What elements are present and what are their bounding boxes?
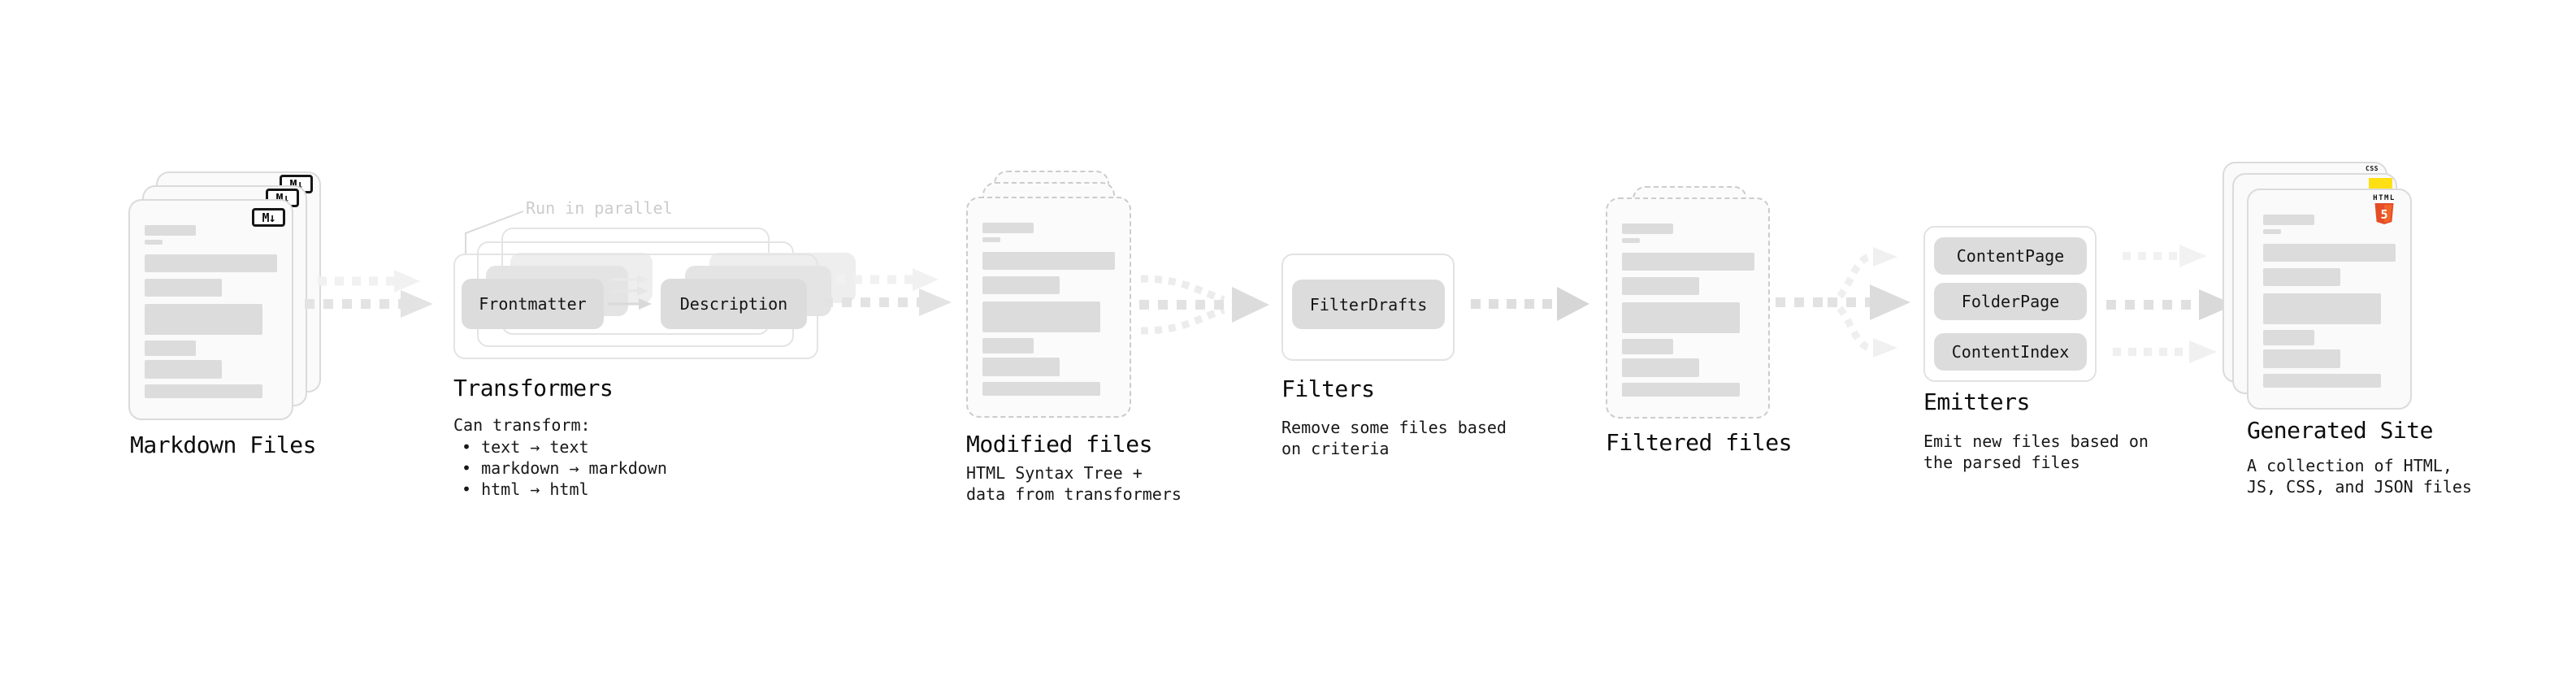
parallel-step-arrows [608, 275, 652, 310]
filters-section: FilterDrafts Filters Remove some files b… [1281, 254, 1525, 481]
text-line-bar [145, 340, 196, 356]
note-leader-line [465, 210, 524, 255]
text-line-bar [145, 279, 222, 297]
text-line-bar [982, 237, 1000, 242]
document-text-lines [145, 225, 277, 398]
css-badge-text: CSS [2366, 165, 2379, 172]
text-line-bar [2263, 330, 2314, 345]
text-line-bar [982, 301, 1100, 332]
filtered-files-label: Filtered files [1606, 429, 1793, 456]
generated-site-caption: A collection of HTML, [2247, 456, 2452, 475]
markdown-files-label: Markdown Files [130, 432, 317, 458]
arrow-filters-to-filtered [1471, 287, 1589, 321]
text-line-bar [982, 358, 1060, 376]
filtered-files-section: Filtered files [1606, 186, 1793, 479]
text-line-bar [2263, 374, 2381, 388]
text-line-bar [145, 240, 163, 245]
filtered-file-card-front [1606, 197, 1770, 419]
text-line-bar [1622, 358, 1699, 377]
text-line-bar [982, 382, 1100, 396]
filters-caption: Remove some files based [1281, 418, 1507, 437]
transform-bullet: • text → text [462, 437, 589, 457]
emitters-section: ContentPage FolderPage ContentIndex Emit… [1923, 226, 2167, 486]
markdown-file-card-front: M↓ [128, 199, 293, 420]
text-line-bar [1622, 223, 1673, 234]
arrow-filtered-to-emitters [1776, 247, 1910, 358]
text-line-bar [982, 223, 1034, 233]
emitters-caption: the parsed files [1923, 453, 2080, 472]
modified-files-label: Modified files [966, 431, 1153, 458]
transformers-caption-title: Can transform: [453, 415, 591, 435]
transform-bullet: • markdown → markdown [462, 458, 667, 478]
markdown-files-section: M↓ M↓ M↓ Markdown Files [128, 171, 340, 496]
html5-icon: HTML 5 [2368, 195, 2400, 224]
arrow-main [823, 288, 952, 316]
text-line-bar [145, 225, 196, 236]
text-line-bar [1622, 253, 1754, 271]
text-line-bar [1622, 383, 1740, 397]
generated-site-section: CSS HTML 5 [2223, 162, 2472, 519]
document-text-lines [1622, 223, 1754, 397]
modified-files-section: Modified files HTML Syntax Tree + data f… [966, 171, 1182, 512]
text-line-bar [2263, 349, 2340, 368]
html5-shield: 5 [2374, 203, 2394, 224]
text-line-bar [1622, 277, 1699, 295]
description-pill: Description [661, 279, 807, 329]
content-index-pill: ContentIndex [1934, 333, 2087, 371]
frontmatter-pill: Frontmatter [462, 279, 604, 329]
arrow-emitter-top [2123, 245, 2207, 267]
generated-file-card-html: HTML 5 [2247, 189, 2412, 410]
document-text-lines [2263, 215, 2396, 388]
text-line-bar [145, 360, 222, 379]
text-line-bar [2263, 229, 2281, 234]
arrow-emitter-bottom [2113, 340, 2217, 363]
filter-drafts-pill: FilterDrafts [1292, 280, 1445, 329]
arrow-transformers-to-modified [823, 268, 952, 316]
content-page-pill: ContentPage [1934, 237, 2087, 275]
folder-page-pill: FolderPage [1934, 283, 2087, 320]
text-line-bar [145, 254, 277, 272]
text-line-bar [2263, 293, 2381, 324]
emitters-caption: Emit new files based on [1923, 432, 2149, 451]
arrow-main [305, 290, 433, 318]
text-line-bar [982, 252, 1115, 270]
text-line-bar [1622, 339, 1673, 354]
arrow-modified-to-filters [1139, 275, 1269, 335]
text-line-bar [145, 304, 262, 335]
arrow-ghost [836, 268, 939, 291]
arrow-markdown-to-transformers [305, 270, 433, 318]
text-line-bar [982, 338, 1034, 354]
text-line-bar [1622, 302, 1740, 333]
text-line-bar [145, 384, 262, 398]
arrow-ghost [318, 270, 420, 293]
run-in-parallel-note: Run in parallel [526, 198, 673, 218]
document-text-lines [982, 223, 1115, 396]
transformers-section: Run in parallel Frontmatter Description … [453, 187, 856, 512]
modified-files-caption: HTML Syntax Tree + [966, 463, 1143, 483]
transformer-layer-front [453, 254, 818, 359]
modified-files-caption: data from transformers [966, 484, 1182, 504]
generated-site-caption: JS, CSS, and JSON files [2247, 477, 2472, 497]
html5-badge-text: HTML [2373, 194, 2396, 202]
generated-site-label: Generated Site [2247, 417, 2434, 444]
text-line-bar [2263, 244, 2396, 262]
markdown-icon: M↓ [252, 208, 285, 227]
text-line-bar [2263, 268, 2340, 286]
javascript-icon [2369, 178, 2392, 189]
text-line-bar [2263, 215, 2314, 225]
filters-heading: Filters [1281, 375, 1375, 402]
emitters-heading: Emitters [1923, 388, 2030, 415]
transformers-heading: Transformers [453, 375, 614, 401]
text-line-bar [1622, 238, 1640, 243]
arrow-emitter-middle [2106, 289, 2235, 320]
filters-caption: on criteria [1281, 439, 1390, 458]
modified-file-card-front [966, 197, 1131, 418]
text-line-bar [982, 276, 1060, 294]
transform-bullet: • html → html [462, 479, 589, 499]
svg-text:5: 5 [2380, 207, 2387, 222]
